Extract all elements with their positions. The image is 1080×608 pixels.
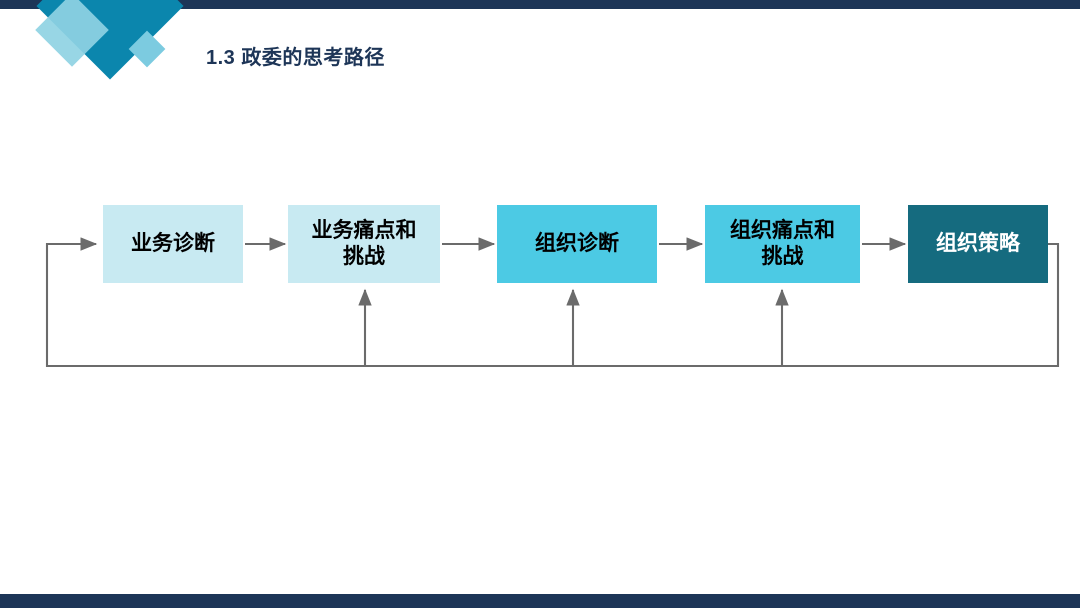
- flow-node-business-painpoints[interactable]: 业务痛点和 挑战: [288, 205, 440, 283]
- bottom-accent-bar: [0, 594, 1080, 608]
- flow-node-label: 组织诊断: [535, 232, 619, 256]
- flow-node-org-strategy[interactable]: 组织策略: [908, 205, 1048, 283]
- flow-node-label: 业务诊断: [131, 232, 215, 256]
- flow-node-business-diagnosis[interactable]: 业务诊断: [103, 205, 243, 283]
- flow-node-label: 组织痛点和 挑战: [730, 219, 835, 268]
- flow-node-label: 组织策略: [936, 232, 1020, 256]
- page-title: 1.3 政委的思考路径: [206, 47, 385, 69]
- flow-node-label: 业务痛点和 挑战: [311, 219, 417, 268]
- flow-node-org-diagnosis[interactable]: 组织诊断: [497, 205, 657, 283]
- flow-node-org-painpoints[interactable]: 组织痛点和 挑战: [705, 205, 860, 283]
- top-accent-bar: [0, 0, 1080, 9]
